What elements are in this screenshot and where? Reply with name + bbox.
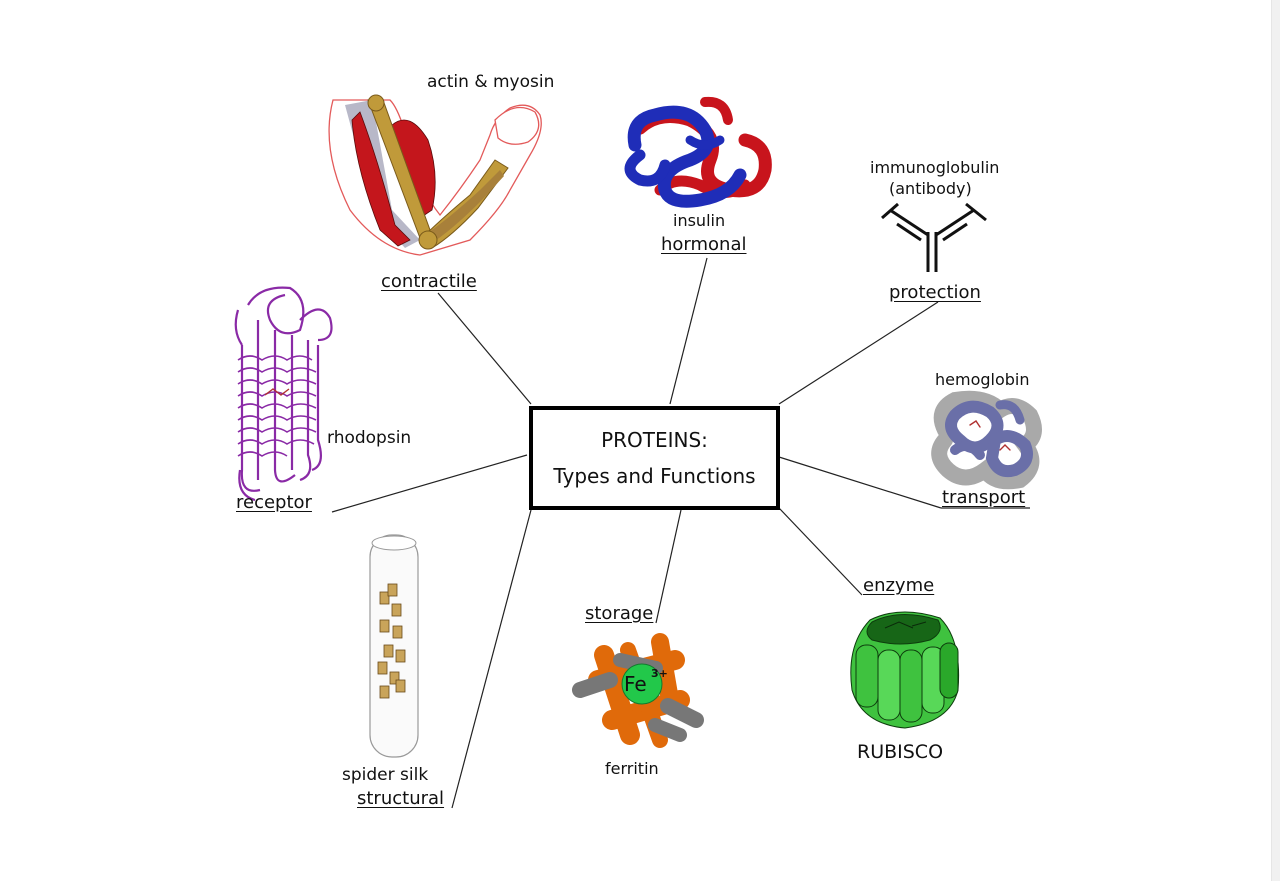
label-immunoglobulin: immunoglobulin (870, 158, 1000, 177)
label-insulin: insulin (673, 211, 726, 230)
center-title-line1: PROTEINS: (601, 428, 708, 452)
connector-hormonal (669, 257, 708, 405)
label-rubisco: RUBISCO (857, 741, 944, 763)
label-fe-charge: 3+ (651, 667, 668, 680)
label-ferritin: ferritin (605, 759, 659, 778)
category-transport: transport (942, 487, 1026, 508)
scrollbar-track[interactable] (1271, 0, 1280, 881)
connector-transport (778, 456, 942, 509)
hemoglobin-molecule-icon (931, 390, 1042, 490)
ferritin-molecule-icon (572, 633, 704, 748)
insulin-molecule-icon (624, 96, 772, 208)
spider-silk-icon (369, 534, 419, 758)
rhodopsin-molecule-icon (234, 286, 333, 502)
label-antibody: (antibody) (889, 179, 972, 198)
center-title-line2: Types and Functions (553, 464, 756, 488)
label-rhodopsin: rhodopsin (327, 428, 412, 448)
rubisco-molecule-icon (850, 611, 960, 729)
category-structural: structural (357, 788, 445, 809)
category-receptor: receptor (236, 492, 312, 513)
category-protection: protection (889, 282, 981, 303)
label-hemoglobin: hemoglobin (935, 370, 1030, 389)
label-spider-silk: spider silk (342, 765, 429, 785)
label-fe: Fe (624, 672, 647, 696)
category-storage: storage (585, 603, 654, 624)
center-title-box: PROTEINS: Types and Functions (529, 406, 780, 510)
antibody-icon (881, 202, 987, 272)
category-contractile: contractile (381, 271, 477, 292)
connector-lines (331, 257, 1030, 809)
category-enzyme: enzyme (863, 575, 935, 596)
connector-storage (655, 509, 682, 624)
connector-contractile (437, 292, 532, 405)
label-actin-myosin: actin & myosin (427, 72, 555, 92)
connector-protection (778, 301, 939, 405)
connector-receptor (331, 454, 528, 513)
muscle-arm-icon (328, 94, 542, 256)
connector-enzyme (778, 507, 863, 596)
connector-structural (451, 509, 532, 809)
category-hormonal: hormonal (661, 234, 747, 255)
